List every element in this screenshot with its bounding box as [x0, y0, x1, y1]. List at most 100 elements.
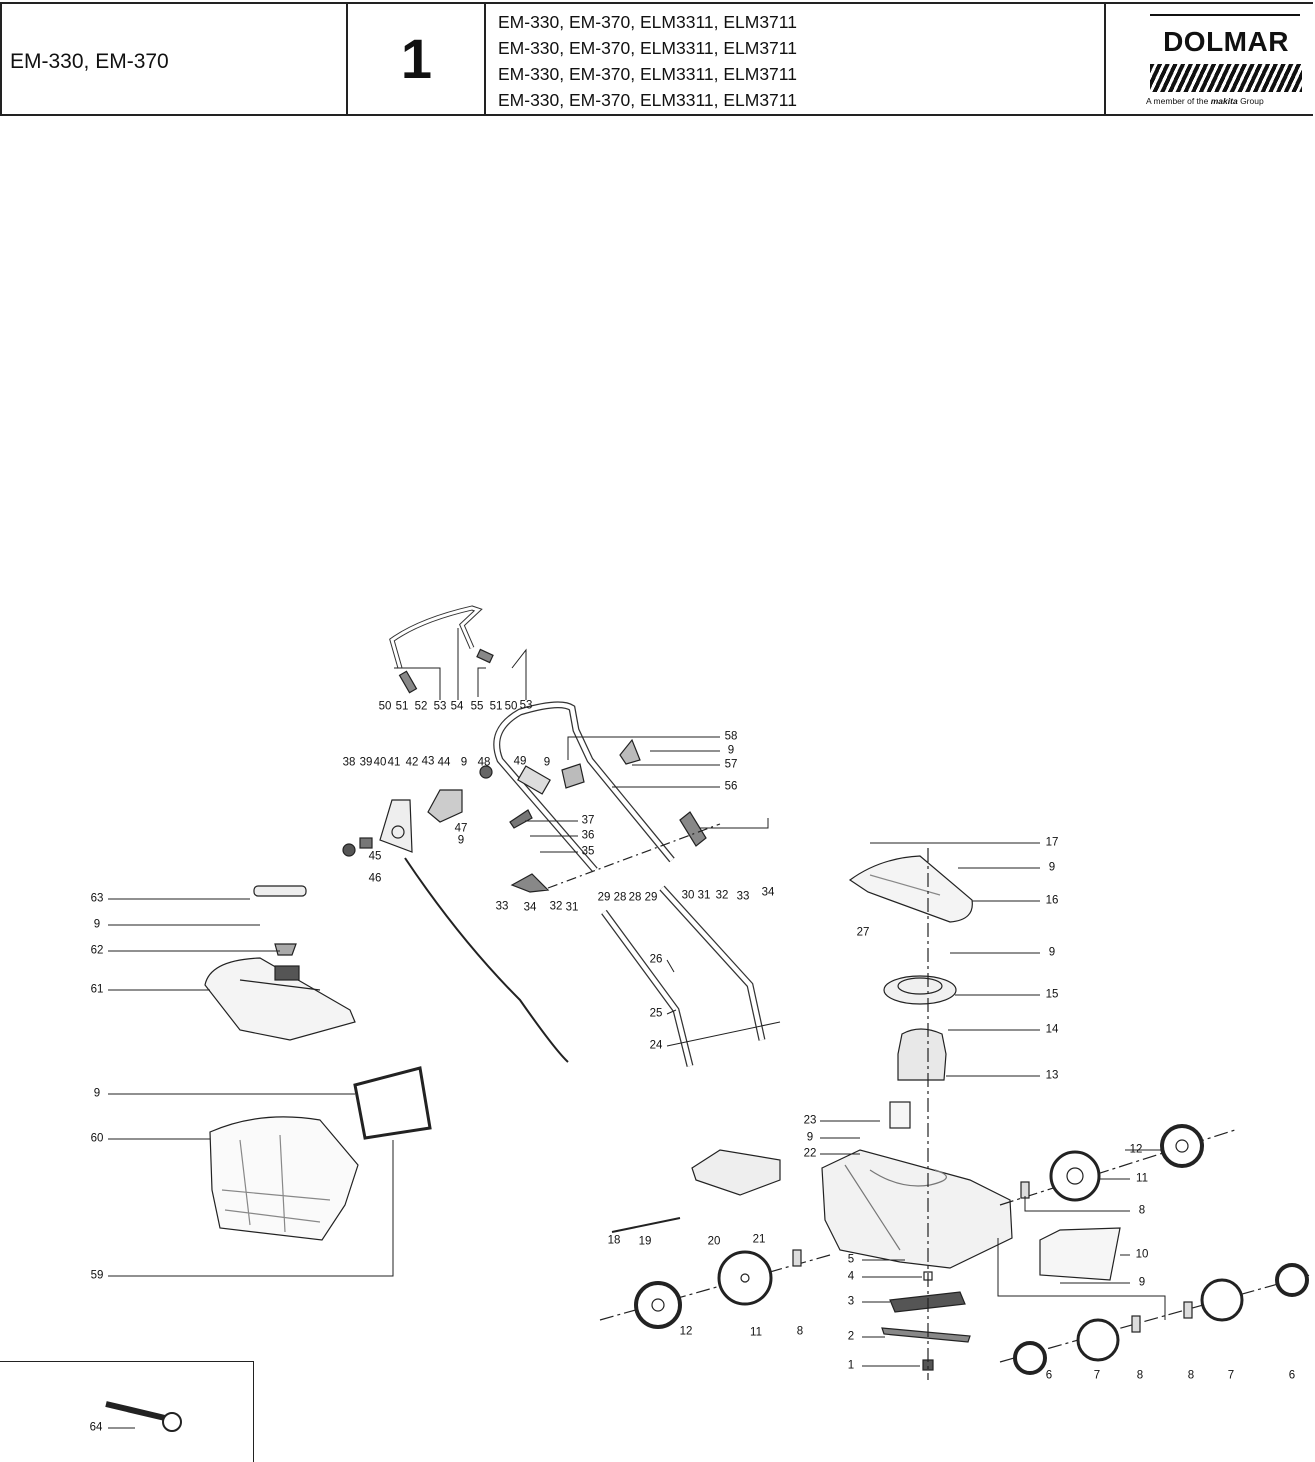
- part-callout-number: 12: [679, 1325, 693, 1338]
- part-wheel-7-right: [1200, 1278, 1244, 1322]
- part-callout-number: 15: [1045, 988, 1059, 1001]
- model-list-cell: EM-330, EM-370, ELM3311, ELM3711 EM-330,…: [484, 4, 1106, 114]
- leader-lines: [108, 628, 1166, 1429]
- part-callout-number: 9: [806, 1131, 814, 1144]
- part-callout-number: 9: [460, 756, 468, 769]
- part-callout-number: 6: [1045, 1369, 1053, 1382]
- tagline-suffix: Group: [1240, 96, 1264, 106]
- part-wheel-12-rear: [1160, 1124, 1204, 1168]
- logo-cell: DOLMAR A member of the makita Group: [1104, 4, 1315, 114]
- title-block: EM-330, EM-370 1 EM-330, EM-370, ELM3311…: [0, 2, 1315, 116]
- part-callout-number: 63: [90, 892, 104, 905]
- part-motor-13: [897, 1028, 947, 1081]
- model-line: EM-330, EM-370, ELM3311, ELM3711: [498, 90, 797, 110]
- part-callout-number: 51: [489, 700, 503, 713]
- logo-rule: [1150, 14, 1300, 16]
- part-callout-number: 22: [803, 1147, 817, 1160]
- part-callout-number: 2: [847, 1330, 855, 1343]
- part-callout-number: 11: [1136, 1172, 1148, 1185]
- part-callout-number: 30: [681, 889, 695, 902]
- part-callout-number: 56: [724, 780, 738, 793]
- part-callout-number: 13: [1045, 1069, 1059, 1082]
- part-callout-number: 36: [581, 829, 595, 842]
- part-callout-number: 52: [414, 700, 428, 713]
- part-callout-number: 55: [470, 700, 484, 713]
- part-axle-19: [611, 1217, 681, 1233]
- part-wheel-11-front: [717, 1250, 773, 1306]
- tool-inset-box: [0, 1361, 254, 1462]
- part-callout-number: 20: [707, 1235, 721, 1248]
- part-callout-number: 37: [581, 814, 595, 827]
- part-callout-number: 38: [342, 756, 356, 769]
- part-levers: [509, 738, 707, 893]
- part-callout-number: 40: [373, 756, 387, 769]
- part-front-cover-21: [691, 1149, 781, 1196]
- dolmar-logo: DOLMAR: [1163, 26, 1289, 57]
- part-callout-number: 9: [93, 1087, 101, 1100]
- part-switch-box: [342, 765, 493, 857]
- part-lower-tubes-25: [601, 885, 766, 1067]
- model-line: EM-330, EM-370, ELM3311, ELM3711: [498, 64, 797, 84]
- part-callout-number: 9: [93, 918, 101, 931]
- part-wheel-7-left: [1076, 1318, 1120, 1362]
- part-callout-number: 34: [523, 901, 537, 914]
- part-callout-number: 47: [454, 822, 468, 835]
- part-callout-number: 28: [613, 891, 627, 904]
- part-callout-number: 16: [1045, 894, 1059, 907]
- part-callout-number: 35: [581, 845, 595, 858]
- part-motor-cover-16: [848, 855, 973, 923]
- part-callout-number: 7: [1093, 1369, 1101, 1382]
- part-callout-number: 48: [477, 756, 491, 769]
- part-handle-grips: [398, 648, 494, 694]
- part-wheel-11-rear: [1049, 1150, 1101, 1202]
- part-wheel-6-left: [1013, 1341, 1047, 1375]
- makita-logo: makita: [1210, 96, 1238, 106]
- part-callout-number: 53: [519, 699, 533, 712]
- part-callout-number: 21: [752, 1233, 766, 1246]
- part-callout-number: 9: [543, 756, 551, 769]
- part-callout-number: 31: [697, 889, 711, 902]
- part-callout-number: 25: [649, 1007, 663, 1020]
- page-number: 1: [400, 27, 433, 90]
- part-blade-2: [881, 1327, 971, 1343]
- part-callout-number: 33: [736, 890, 750, 903]
- part-callout-number: 39: [359, 756, 373, 769]
- part-callout-number: 26: [649, 953, 663, 966]
- tagline-prefix: A member of the: [1146, 96, 1209, 106]
- part-callout-number: 32: [549, 900, 563, 913]
- part-callout-number: 1: [847, 1359, 855, 1372]
- part-callout-number: 57: [724, 758, 738, 771]
- part-callout-number: 59: [90, 1269, 104, 1282]
- part-callout-number: 50: [504, 700, 518, 713]
- part-callout-number: 9: [1048, 946, 1056, 959]
- part-callout-number: 9: [1138, 1276, 1146, 1289]
- part-callout-number: 62: [90, 944, 104, 957]
- part-callout-number: 23: [803, 1114, 817, 1127]
- logo-stripes: [1150, 64, 1302, 92]
- part-callout-number: 51: [395, 700, 409, 713]
- part-callout-number: 54: [450, 700, 464, 713]
- part-callout-number: 19: [638, 1235, 652, 1248]
- part-callout-number: 10: [1135, 1248, 1149, 1261]
- part-callout-number: 8: [1187, 1369, 1195, 1382]
- part-capacitor-23: [889, 1101, 911, 1129]
- part-callout-number: 61: [90, 983, 104, 996]
- part-callout-number: 4: [847, 1270, 855, 1283]
- part-upper-handle: [389, 605, 483, 669]
- page-number-cell: 1: [346, 4, 485, 114]
- part-deck-5: [821, 1149, 1013, 1269]
- model-line: EM-330, EM-370, ELM3311, ELM3711: [498, 12, 797, 32]
- part-grassbox-lid-61: [204, 885, 356, 1041]
- part-callout-number: 7: [1227, 1369, 1235, 1382]
- part-callout-number: 46: [368, 872, 382, 885]
- model-title: EM-330, EM-370: [10, 50, 169, 73]
- part-callout-number: 14: [1045, 1023, 1059, 1036]
- part-callout-number: 42: [405, 756, 419, 769]
- part-callout-number: 29: [597, 891, 611, 904]
- part-callout-number: 58: [724, 730, 738, 743]
- part-callout-number: 31: [565, 901, 579, 914]
- part-callout-number: 28: [628, 891, 642, 904]
- part-handle-56: [493, 701, 675, 873]
- part-grassbag-60: [209, 1116, 359, 1241]
- part-callout-number: 8: [1138, 1204, 1146, 1217]
